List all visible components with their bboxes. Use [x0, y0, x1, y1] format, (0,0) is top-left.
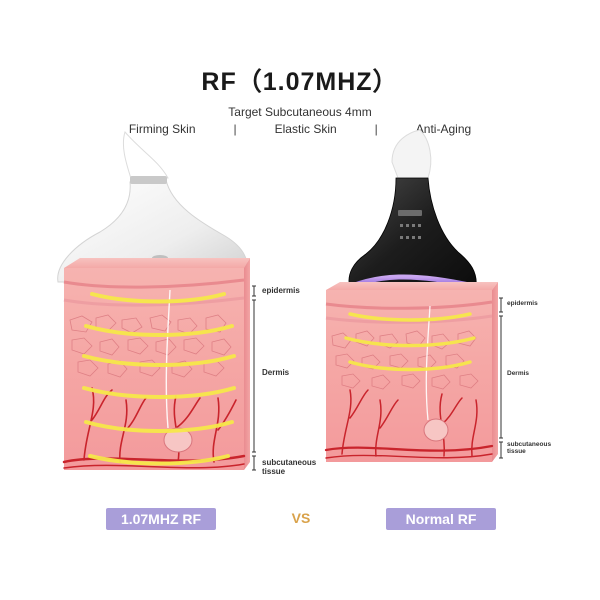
right-layer-brackets: [499, 297, 503, 459]
feature-list: Firming Skin | Elastic Skin | Anti-Aging: [0, 122, 600, 136]
left-label-subcutaneous-line2: tissue: [262, 466, 286, 476]
left-label-subcutaneous: subcutaneous tissue: [262, 458, 317, 477]
right-label-subcutaneous: subcutaneous tissue: [507, 441, 551, 455]
left-label-epidermis: epidermis: [262, 286, 300, 295]
right-device-black: [348, 129, 477, 289]
badge-normal-rf: Normal RF: [386, 508, 496, 530]
page-title: RF（1.07MHZ）: [201, 68, 399, 96]
feature-separator: |: [233, 122, 237, 136]
left-label-subcutaneous-line1: subcutaneous: [262, 458, 317, 467]
right-label-dermis: Dermis: [507, 370, 530, 377]
left-skin-block: [62, 258, 250, 470]
left-layer-brackets: [252, 285, 256, 471]
right-label-epidermis: epidermis: [507, 300, 538, 307]
left-label-dermis: Dermis: [262, 368, 290, 377]
vs-label: VS: [291, 510, 311, 526]
right-label-subcutaneous-line2: tissue: [507, 448, 526, 456]
feature-elastic: Elastic Skin: [274, 122, 337, 136]
badge-1-07mhz-rf: 1.07MHZ RF: [106, 508, 216, 530]
page-subtitle: Target Subcutaneous 4mm: [228, 105, 372, 119]
feature-anti-aging: Anti-Aging: [415, 122, 472, 136]
feature-firming: Firming Skin: [128, 122, 196, 136]
feature-separator: |: [374, 122, 378, 136]
right-label-subcutaneous-line1: subcutaneous: [507, 441, 552, 448]
right-skin-block: [324, 282, 498, 462]
